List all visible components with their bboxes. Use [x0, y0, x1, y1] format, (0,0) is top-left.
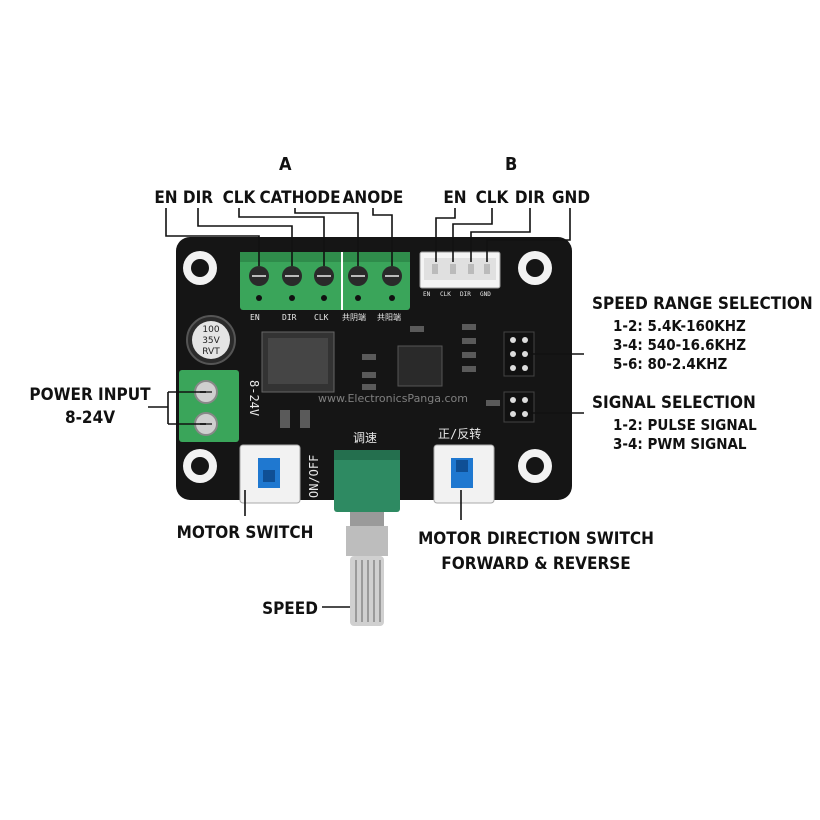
- silk-direction-cn: 正/反转: [438, 426, 481, 441]
- cap-brand: RVT: [202, 347, 220, 357]
- cap-value: 100: [202, 325, 219, 335]
- pin-a-cathode: CATHODE: [259, 188, 340, 208]
- silk-clk: CLK: [314, 313, 329, 322]
- smd-components: [280, 324, 500, 428]
- motor-switch-label: MOTOR SWITCH: [177, 523, 314, 543]
- direction-slide-switch-icon: [433, 444, 495, 504]
- speed-range-option-2: 3-4: 540-16.6KHZ: [613, 336, 746, 354]
- motor-slide-switch-icon: [239, 444, 301, 504]
- pin-b-dir: DIR: [515, 188, 545, 208]
- signal-jumper-header: [503, 391, 535, 423]
- silk-dir: DIR: [282, 313, 297, 322]
- pin-a-anode: ANODE: [343, 188, 404, 208]
- pin-b-en: EN: [443, 188, 466, 208]
- silk-cathode-cn: 共阴端: [342, 312, 366, 322]
- signal-selection-title: SIGNAL SELECTION: [592, 393, 756, 413]
- silk-b-en: EN: [423, 291, 431, 298]
- heading-b: B: [505, 154, 517, 175]
- power-input-label: POWER INPUT: [29, 385, 151, 405]
- pin-a-en: EN: [154, 188, 177, 208]
- silk-b-dir: DIR: [460, 291, 471, 298]
- regulator-tab: [268, 338, 328, 384]
- pin-a-clk: CLK: [223, 188, 257, 208]
- speed-range-title: SPEED RANGE SELECTION: [592, 294, 813, 314]
- silk-voltage: 8-24V: [247, 380, 261, 416]
- power-input-voltage: 8-24V: [65, 408, 115, 428]
- pin-b-gnd: GND: [552, 188, 590, 208]
- speed-range-option-1: 1-2: 5.4K-160KHZ: [613, 317, 746, 335]
- mounting-holes: [183, 251, 552, 483]
- silk-speed-cn: 调速: [353, 431, 377, 445]
- speed-range-option-3: 5-6: 80-2.4KHZ: [613, 355, 728, 373]
- silk-anode-cn: 共阳端: [377, 312, 401, 322]
- power-screw-terminal: [179, 370, 239, 442]
- speed-jumper-header: [503, 331, 535, 377]
- signal-option-1: 1-2: PULSE SIGNAL: [613, 416, 757, 434]
- ic-chip: [397, 345, 443, 387]
- silk-b-gnd: GND: [480, 291, 491, 298]
- motor-direction-sublabel: FORWARD & REVERSE: [441, 554, 630, 574]
- screw-terminal-block-a: [240, 252, 410, 310]
- silk-b-clk: CLK: [440, 291, 451, 298]
- header-connector-b: [419, 251, 501, 289]
- silk-en: EN: [250, 313, 260, 322]
- pin-a-dir: DIR: [183, 188, 213, 208]
- cap-voltage: 35V: [202, 336, 220, 346]
- silk-on-off: ON/OFF: [307, 455, 321, 498]
- motor-direction-label: MOTOR DIRECTION SWITCH: [418, 529, 654, 549]
- speed-label: SPEED: [262, 599, 318, 619]
- rotary-potentiometer-icon: [334, 450, 400, 626]
- heading-a: A: [279, 154, 292, 175]
- watermark: www.ElectronicsPanga.com: [318, 392, 468, 405]
- electrolytic-capacitor-icon: [186, 315, 236, 365]
- signal-option-2: 3-4: PWM SIGNAL: [613, 435, 747, 453]
- pin-b-clk: CLK: [476, 188, 510, 208]
- leader-lines: [148, 208, 584, 608]
